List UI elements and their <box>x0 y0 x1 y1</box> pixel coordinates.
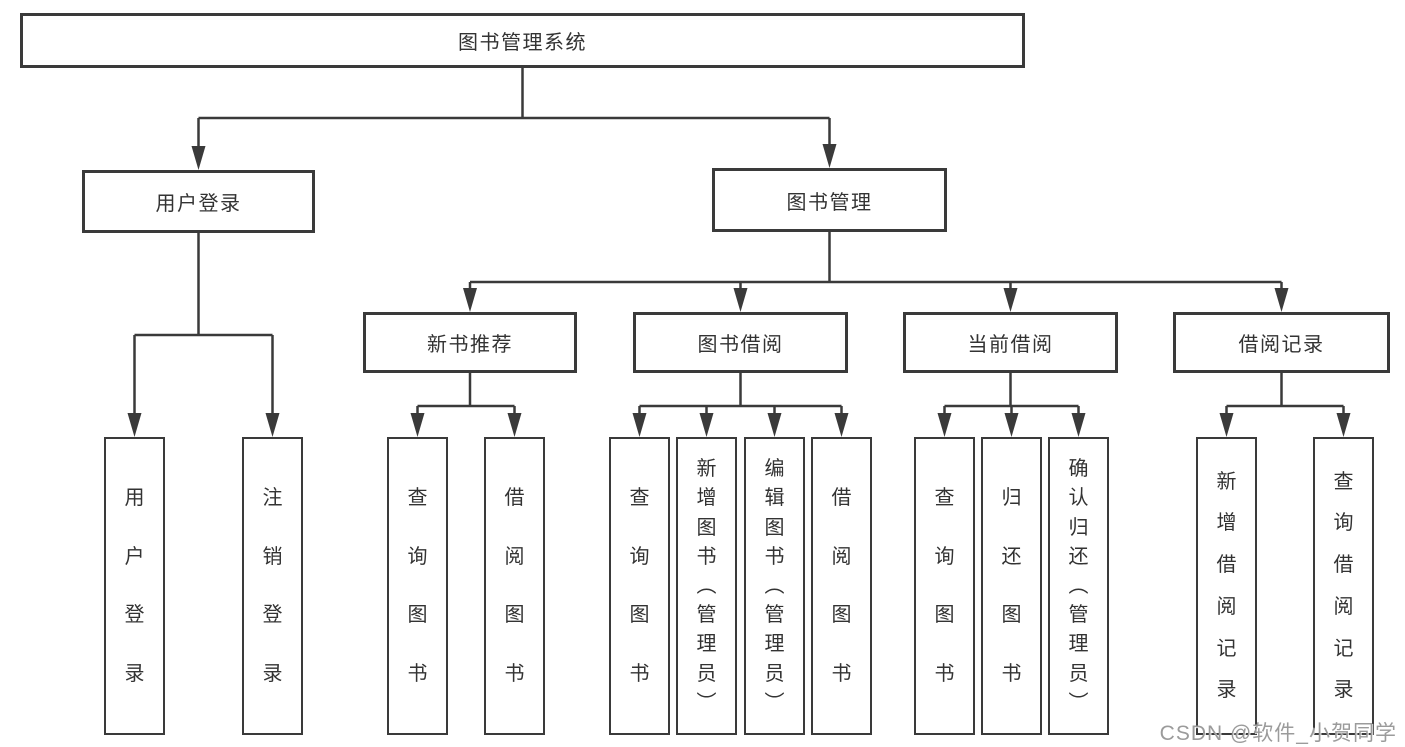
node-library-management-system: 图书管理系统 <box>20 13 1025 68</box>
leaf-query-books-current-label: 查询图书 <box>934 487 955 685</box>
leaf-add-book-admin-label: 新增图书︵管理员︶ <box>696 458 717 714</box>
leaf-add-borrow-record-label: 新增借阅记录 <box>1216 470 1237 702</box>
leaf-borrow-books-recommend: 借阅图书 <box>484 437 545 735</box>
leaf-edit-book-admin: 编辑图书︵管理员︶ <box>744 437 805 735</box>
leaf-confirm-return-admin-label: 确认归还︵管理员︶ <box>1068 458 1089 714</box>
node-book-management-label: 图书管理 <box>786 191 873 214</box>
leaf-add-borrow-record: 新增借阅记录 <box>1196 437 1257 735</box>
node-book-management: 图书管理 <box>712 168 947 232</box>
node-library-management-system-label: 图书管理系统 <box>458 32 587 54</box>
node-borrowing-records-label: 借阅记录 <box>1238 334 1325 356</box>
node-user-login: 用户登录 <box>82 170 315 233</box>
leaf-return-book: 归还图书 <box>981 437 1042 735</box>
node-new-book-recommend-label: 新书推荐 <box>427 334 513 356</box>
leaf-query-borrow-record: 查询借阅记录 <box>1313 437 1374 735</box>
leaf-query-borrow-record-label: 查询借阅记录 <box>1333 470 1354 702</box>
leaf-logout-label: 注销登录 <box>262 487 283 685</box>
arrowheads <box>127 144 1351 437</box>
node-book-borrowing-label: 图书借阅 <box>697 334 784 356</box>
node-new-book-recommend: 新书推荐 <box>363 312 577 373</box>
leaf-user-login-label: 用户登录 <box>124 487 145 685</box>
leaf-return-book-label: 归还图书 <box>1001 487 1022 685</box>
leaf-logout: 注销登录 <box>242 437 303 735</box>
node-borrowing-records: 借阅记录 <box>1173 312 1390 373</box>
node-current-borrowing-label: 当前借阅 <box>967 334 1054 356</box>
leaf-edit-book-admin-label: 编辑图书︵管理员︶ <box>764 458 785 714</box>
leaf-query-books-current: 查询图书 <box>914 437 975 735</box>
leaf-borrow-book: 借阅图书 <box>811 437 872 735</box>
leaf-confirm-return-admin: 确认归还︵管理员︶ <box>1048 437 1109 735</box>
leaf-query-books-recommend: 查询图书 <box>387 437 448 735</box>
leaf-add-book-admin: 新增图书︵管理员︶ <box>676 437 737 735</box>
node-user-login-label: 用户登录 <box>155 193 242 215</box>
leaf-user-login: 用户登录 <box>104 437 165 735</box>
leaf-query-books-borrowing: 查询图书 <box>609 437 670 735</box>
leaf-query-books-borrowing-label: 查询图书 <box>629 487 650 685</box>
node-current-borrowing: 当前借阅 <box>903 312 1118 373</box>
node-book-borrowing: 图书借阅 <box>633 312 848 373</box>
leaf-borrow-book-label: 借阅图书 <box>831 487 852 685</box>
leaf-borrow-books-recommend-label: 借阅图书 <box>504 487 525 685</box>
leaf-query-books-recommend-label: 查询图书 <box>407 487 428 685</box>
csdn-watermark: CSDN @软件_小贺同学 <box>1159 722 1397 745</box>
